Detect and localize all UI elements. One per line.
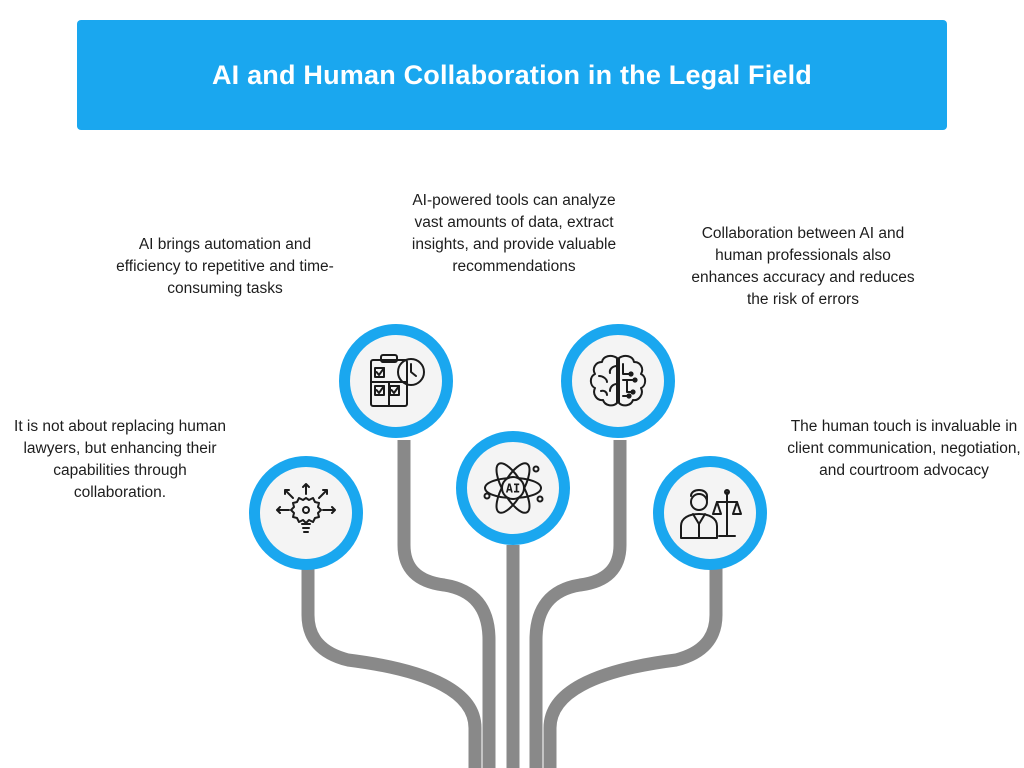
stem-2 — [397, 440, 496, 768]
node-automation-collab — [249, 456, 363, 570]
brain-circuit-icon — [589, 354, 647, 407]
caption-ai-tools: AI-powered tools can analyze vast amount… — [411, 192, 617, 275]
node-human-touch — [653, 456, 767, 570]
caption-human-touch: The human touch is invaluable in client … — [787, 418, 1021, 479]
page-title: AI and Human Collaboration in the Legal … — [211, 59, 813, 90]
lawyer-scales-icon — [680, 489, 742, 539]
caption-automation: AI brings automation and efficiency to r… — [116, 236, 334, 297]
node-ai-tools: AI — [456, 431, 570, 545]
stem-5 — [543, 560, 723, 768]
stem-4 — [529, 440, 627, 768]
caption-accuracy: Collaboration between AI and human profe… — [691, 225, 915, 308]
node-accuracy — [561, 324, 675, 438]
lightbulb-gear-icon — [276, 483, 336, 533]
node-automation — [339, 324, 453, 438]
stem-1 — [301, 560, 482, 768]
svg-text:AI: AI — [506, 482, 520, 496]
checklist-clock-icon — [370, 354, 425, 407]
caption-collaboration: It is not about replacing human lawyers,… — [14, 418, 226, 501]
ai-atom-icon: AI — [483, 462, 544, 514]
title-banner: AI and Human Collaboration in the Legal … — [77, 20, 947, 130]
